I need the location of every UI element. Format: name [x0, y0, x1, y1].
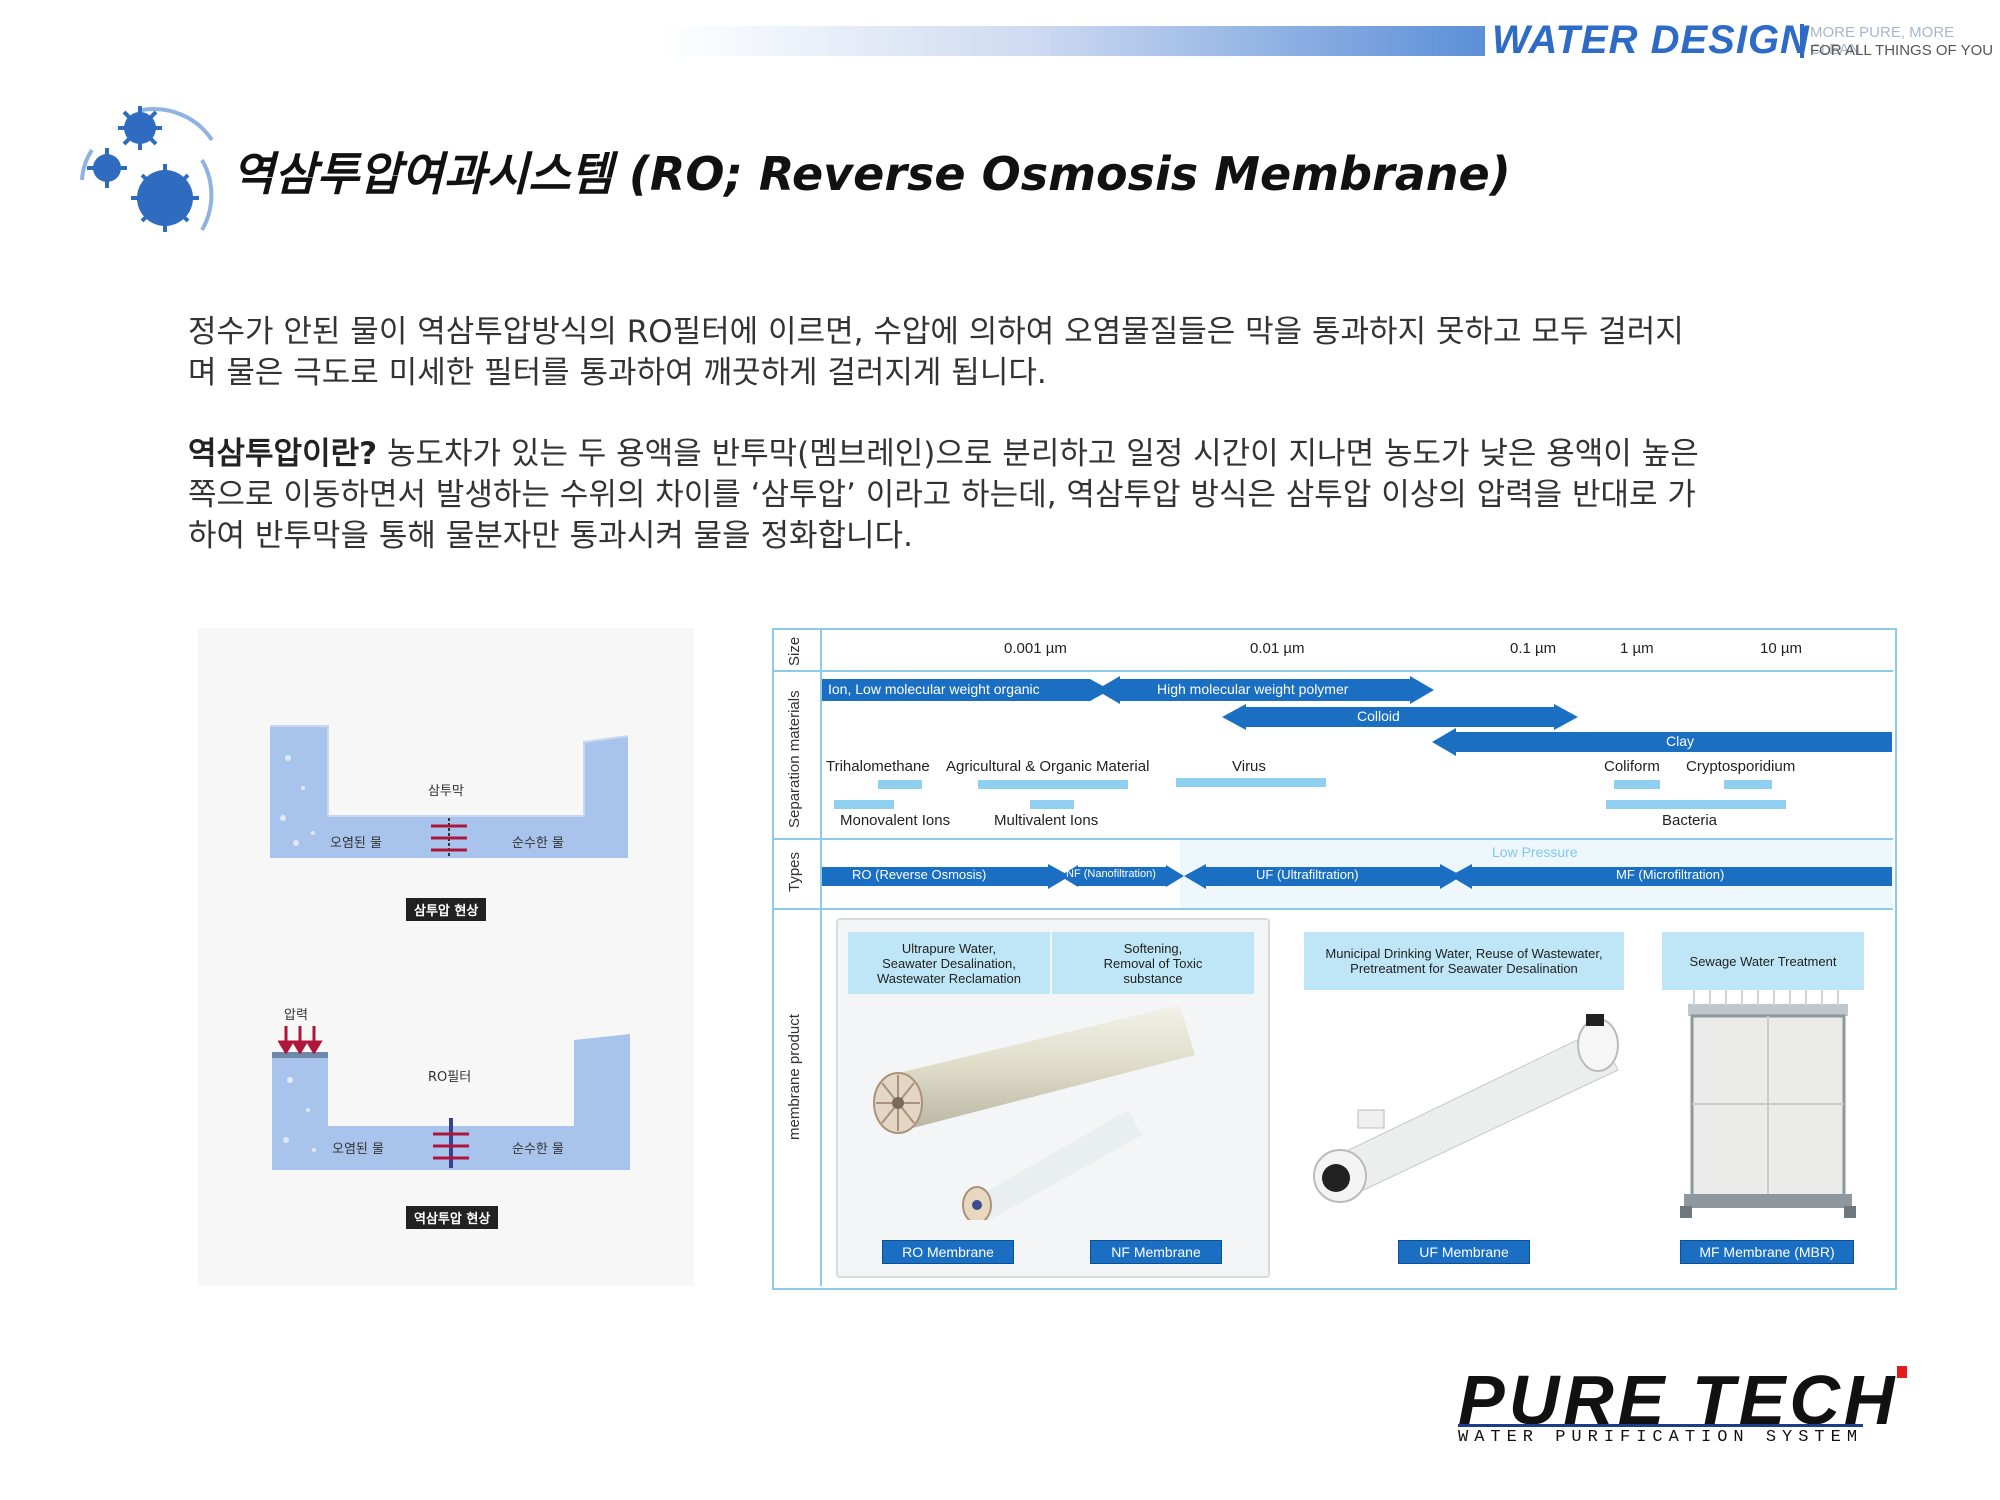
- table-row-divider: [774, 838, 1893, 840]
- size-tick: 1 µm: [1620, 640, 1654, 657]
- size-tick: 10 µm: [1760, 640, 1802, 657]
- size-tick: 0.01 µm: [1250, 640, 1305, 657]
- brand-tagline-2: FOR ALL THINGS OF YOU: [1810, 42, 1994, 59]
- definition-paragraph: 역삼투압이란? 농도차가 있는 두 용액을 반투막(멤브레인)으로 분리하고 일…: [188, 434, 1908, 557]
- pressure-label: 압력: [284, 1008, 308, 1023]
- mf-membrane-module-image: [1680, 990, 1856, 1218]
- brand-divider: [1800, 24, 1804, 58]
- brand-name: WATER DESIGN: [1492, 18, 1810, 62]
- definition-line: 역삼투압이란? 농도차가 있는 두 용액을 반투막(멤브레인)으로 분리하고 일…: [188, 434, 1908, 475]
- material-agricultural: Agricultural & Organic Material: [946, 758, 1150, 775]
- material-bacteria: Bacteria: [1662, 812, 1718, 829]
- header-gradient-bar: [660, 26, 1485, 56]
- polluted-water-label: 오염된 물: [332, 1142, 384, 1157]
- ro-filter-label: RO필터: [428, 1070, 472, 1085]
- row-label-size: Size: [786, 636, 803, 666]
- application-uf: Municipal Drinking Water, Reuse of Waste…: [1304, 932, 1624, 990]
- material-clay: Clay: [1666, 733, 1695, 749]
- range-bar-trihalomethane: [878, 780, 922, 789]
- range-bar-bacteria: [1606, 800, 1786, 809]
- material-multivalent: Multivalent Ions: [994, 812, 1099, 829]
- page-title: 역삼투압여과시스템 (RO; Reverse Osmosis Membrane): [232, 147, 1511, 201]
- material-coliform: Coliform: [1604, 758, 1660, 775]
- osmosis-tank: [270, 725, 629, 858]
- material-colloid: Colloid: [1357, 708, 1400, 724]
- uf-membrane-image: [1313, 1014, 1619, 1203]
- intro-paragraph: 정수가 안된 물이 역삼투압방식의 RO필터에 이르면, 수압에 의하여 오염물…: [188, 312, 1908, 394]
- pressure-arrows-icon: [278, 1026, 323, 1054]
- molecules-icon: [80, 106, 214, 232]
- low-pressure-label: Low Pressure: [1492, 844, 1578, 860]
- polluted-water-label: 오염된 물: [330, 836, 382, 851]
- membrane-label: 삼투막: [428, 784, 464, 799]
- row-label-separation: Separation materials: [786, 690, 803, 828]
- material-monovalent: Monovalent Ions: [840, 812, 951, 829]
- material-virus: Virus: [1232, 758, 1266, 775]
- uf-membrane-label: UF Membrane: [1398, 1240, 1530, 1264]
- mf-membrane-label: MF Membrane (MBR): [1680, 1240, 1854, 1264]
- nf-membrane-label: NF Membrane: [1090, 1240, 1222, 1264]
- reverse-osmosis-caption: 역삼투압 현상: [406, 1206, 499, 1229]
- range-bar-monovalent: [834, 800, 894, 809]
- type-ro: RO (Reverse Osmosis): [852, 867, 987, 882]
- table-row-divider: [774, 670, 1893, 672]
- reverse-osmosis-tank: [272, 1034, 630, 1170]
- application-nf: Softening, Removal of Toxic substance: [1052, 932, 1254, 994]
- definition-term: 역삼투압이란?: [188, 436, 378, 472]
- size-tick: 0.1 µm: [1510, 640, 1557, 657]
- ro-nf-membrane-image: [873, 1005, 1195, 1220]
- range-bar-cryptosporidium: [1724, 780, 1772, 789]
- application-mf: Sewage Water Treatment: [1662, 932, 1864, 990]
- definition-line: 쪽으로 이동하면서 발생하는 수위의 차이를 ‘삼투압’ 이라고 하는데, 역삼…: [188, 477, 1696, 513]
- pure-water-label: 순수한 물: [512, 836, 564, 851]
- material-ion: Ion, Low molecular weight organic: [828, 681, 1040, 697]
- logo-red-accent: [1897, 1366, 1907, 1378]
- row-label-types: Types: [786, 851, 803, 892]
- material-polymer: High molecular weight polymer: [1157, 681, 1349, 697]
- company-logo-subtitle: WATER PURIFICATION SYSTEM: [1458, 1424, 1864, 1447]
- type-nf: NF (Nanofiltration): [1066, 868, 1156, 880]
- types-arrows: [822, 864, 1892, 889]
- ro-membrane-label: RO Membrane: [882, 1240, 1014, 1264]
- range-bar-multivalent: [1030, 800, 1074, 809]
- material-cryptosporidium: Cryptosporidium: [1686, 758, 1796, 775]
- material-trihalomethane: Trihalomethane: [826, 758, 930, 775]
- size-tick: 0.001 µm: [1004, 640, 1067, 657]
- table-column-divider: [820, 630, 822, 1286]
- range-bar-agricultural: [978, 780, 1128, 789]
- row-label-product: membrane product: [786, 1014, 803, 1140]
- type-mf: MF (Microfiltration): [1616, 867, 1725, 882]
- intro-line: 며 물은 극도로 미세한 필터를 통과하여 깨끗하게 걸러지게 됩니다.: [188, 355, 1047, 391]
- definition-line: 하여 반투막을 통해 물분자만 통과시켜 물을 정화합니다.: [188, 518, 913, 554]
- type-uf: UF (Ultrafiltration): [1256, 867, 1359, 882]
- table-row-divider: [774, 908, 1893, 910]
- brand-tagline-1: MORE PURE, MORE CLEAN: [1810, 24, 1955, 58]
- application-ro: Ultrapure Water, Seawater Desalination, …: [848, 932, 1050, 994]
- pure-water-label: 순수한 물: [512, 1142, 564, 1157]
- osmosis-caption: 삼투압 현상: [406, 898, 487, 921]
- intro-line: 정수가 안된 물이 역삼투압방식의 RO필터에 이르면, 수압에 의하여 오염물…: [188, 314, 1684, 350]
- range-bar-coliform: [1614, 780, 1660, 789]
- separation-arrows: [822, 676, 1892, 756]
- range-bar-virus: [1176, 778, 1326, 787]
- definition-text: 농도차가 있는 두 용액을 반투막(멤브레인)으로 분리하고 일정 시간이 지나…: [377, 436, 1699, 472]
